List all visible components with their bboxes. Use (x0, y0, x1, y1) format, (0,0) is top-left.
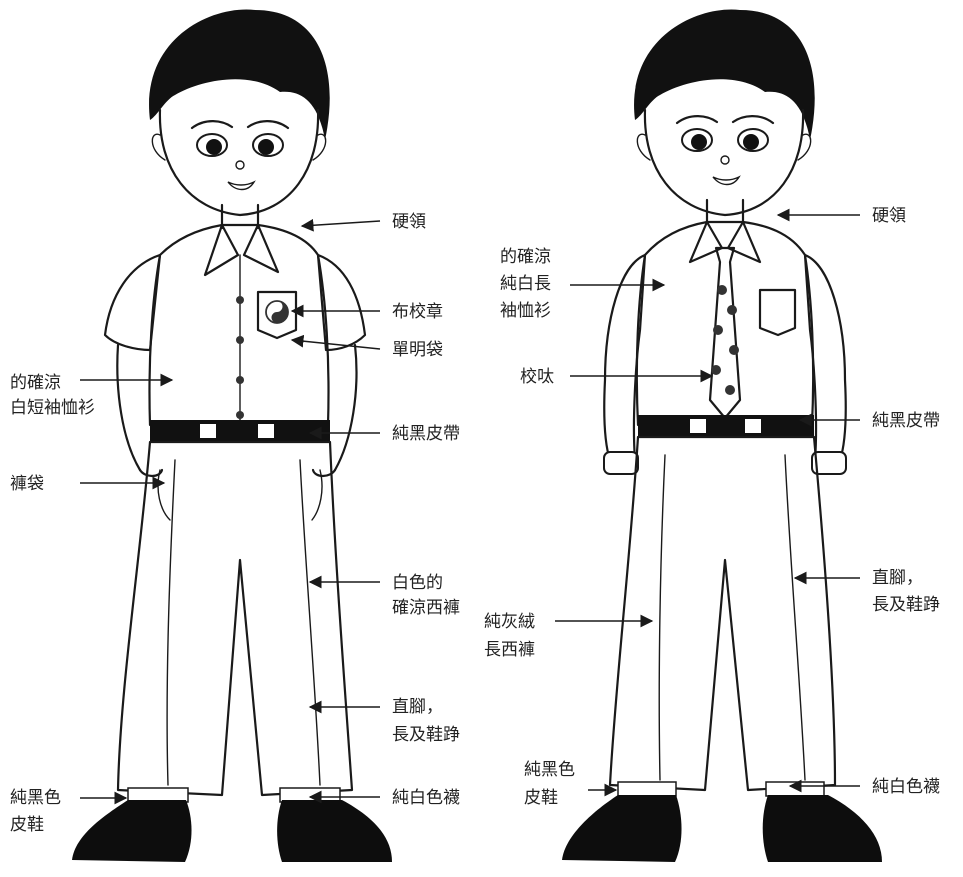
label-shoes-line2: 皮鞋 (10, 815, 44, 835)
label-straight-line1: 直腳， (872, 568, 923, 588)
label-trouser-pocket: 褲袋 (10, 474, 44, 494)
label-straight-line2: 長及鞋踭 (392, 725, 460, 745)
shirt-pocket (256, 290, 298, 340)
label-white-trousers-line1: 白色的 (392, 573, 443, 593)
label-grey-trousers-line1: 純灰絨 (484, 612, 535, 632)
right-shoe (277, 800, 392, 862)
label-long-shirt-line3: 袖恤衫 (500, 301, 551, 321)
school-tie (708, 246, 742, 420)
black-belt (150, 420, 330, 442)
label-collar: 硬領 (872, 206, 906, 226)
label-straight-line2: 長及鞋踭 (872, 595, 940, 615)
hair (149, 9, 330, 140)
label-white-trousers-line2: 確涼西褲 (392, 598, 460, 618)
winter-uniform-figure (562, 9, 882, 862)
label-white-socks: 純白色襪 (872, 777, 940, 797)
left-callouts: 硬領 布校章 單明袋 的確涼 白短袖恤衫 純黑皮帶 褲袋 白色的 確涼西褲 直腳… (10, 212, 460, 835)
label-black-belt: 純黑皮帶 (872, 411, 940, 431)
label-collar: 硬領 (392, 212, 426, 232)
label-straight-line1: 直腳， (392, 697, 443, 717)
label-white-socks: 純白色襪 (392, 788, 460, 808)
label-single-pocket: 單明袋 (392, 340, 443, 360)
face (158, 108, 320, 217)
black-belt (638, 415, 814, 437)
right-callouts: 硬領 的確涼 純白長 袖恤衫 校呔 純黑皮帶 直腳， 長及鞋踭 純灰絨 長西褲 … (484, 206, 940, 808)
hair (634, 9, 815, 140)
label-black-belt: 純黑皮帶 (392, 424, 460, 444)
left-shoe (72, 800, 192, 862)
label-long-shirt-line2: 純白長 (500, 274, 551, 294)
long-sleeve-shirt (635, 220, 815, 427)
label-grey-trousers-line2: 長西褲 (484, 640, 535, 660)
label-shoes-line1: 純黑色 (10, 788, 61, 808)
label-shoes-line2: 皮鞋 (524, 788, 558, 808)
label-long-shirt-line1: 的確涼 (500, 247, 551, 267)
label-shoes-line1: 純黑色 (524, 760, 575, 780)
summer-uniform-figure (72, 9, 392, 862)
label-cloth-badge: 布校章 (392, 302, 443, 322)
white-trousers (116, 440, 354, 797)
label-shirt-line1: 的確涼 (10, 373, 61, 393)
label-shirt-line2: 白短袖恤衫 (10, 398, 95, 418)
label-school-tie: 校呔 (520, 367, 554, 387)
grey-trousers (608, 435, 837, 792)
